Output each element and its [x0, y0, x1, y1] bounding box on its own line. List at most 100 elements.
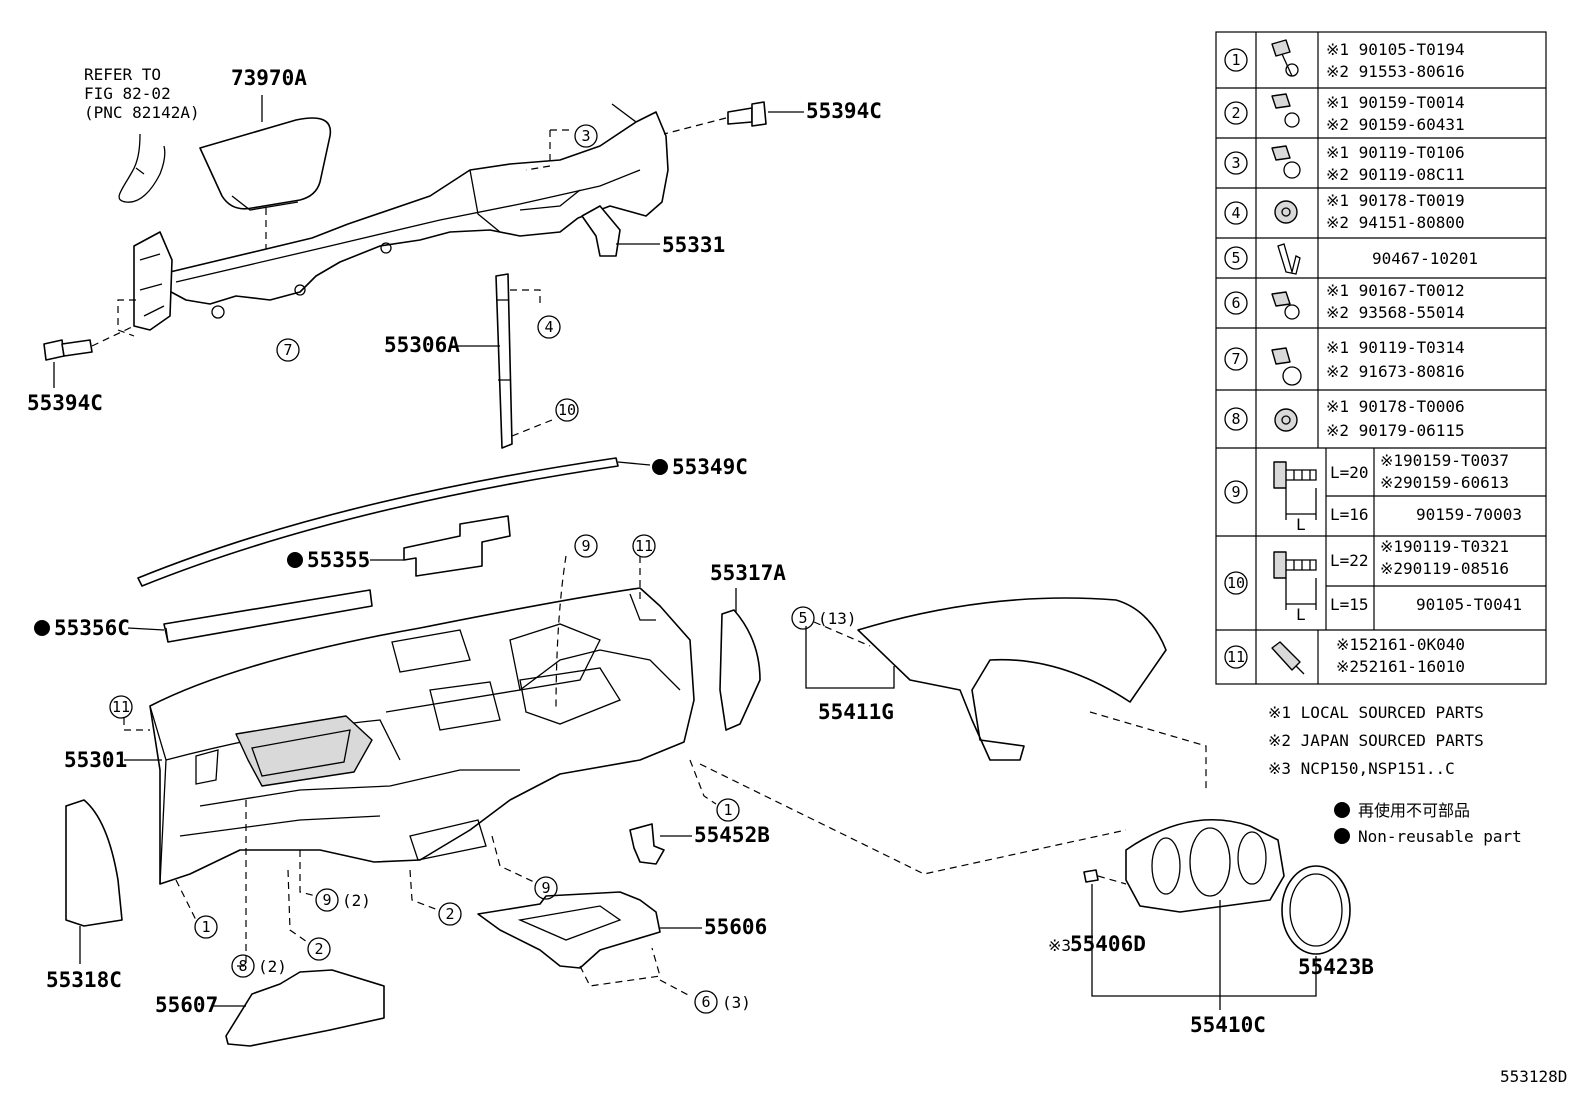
bolt-55394C-left-drawing	[43, 339, 93, 361]
svg-text:※2 90119-08C11: ※2 90119-08C11	[1326, 165, 1465, 184]
svg-text:9: 9	[541, 879, 550, 897]
svg-text:※2 91673-80816: ※2 91673-80816	[1326, 362, 1465, 381]
qty-5: (13)	[818, 609, 857, 628]
defroster-garnish-drawing	[137, 457, 619, 587]
svg-text:※252161-16010: ※252161-16010	[1336, 657, 1465, 676]
svg-text:※1 90119-T0106: ※1 90119-T0106	[1326, 143, 1465, 162]
callout-55301: 55301	[64, 748, 127, 772]
svg-text:※3 NCP150,NSP151..C: ※3 NCP150,NSP151..C	[1268, 759, 1455, 778]
svg-text:※290119-08516: ※290119-08516	[1380, 559, 1509, 578]
svg-text:9: 9	[581, 537, 590, 555]
svg-text:※2 90159-60431: ※2 90159-60431	[1326, 115, 1465, 134]
svg-text:※1 90167-T0012: ※1 90167-T0012	[1326, 281, 1465, 300]
callout-55410C: 55410C	[1190, 1013, 1266, 1037]
svg-text:※2 91553-80616: ※2 91553-80616	[1326, 62, 1465, 81]
side-panel-55318C-drawing	[65, 799, 123, 927]
bolt-7-icon	[1271, 347, 1302, 386]
figure-id: 553128D	[1500, 1067, 1567, 1086]
svg-text:10: 10	[1227, 574, 1245, 592]
instrument-panel-drawing	[149, 587, 695, 885]
passenger-airbag-drawing	[199, 117, 332, 210]
qty-8: (2)	[258, 957, 287, 976]
svg-text:再使用不可部品: 再使用不可部品	[1358, 801, 1470, 820]
svg-text:11: 11	[635, 537, 653, 555]
bolt-10-icon	[1273, 551, 1317, 610]
nut-4-icon	[1274, 200, 1298, 224]
svg-text:※1 90119-T0314: ※1 90119-T0314	[1326, 338, 1465, 357]
svg-text:7: 7	[283, 341, 292, 359]
callout-55452B: 55452B	[694, 823, 770, 847]
callout-73970A: 73970A	[231, 66, 307, 90]
callout-55606: 55606	[704, 915, 767, 939]
svg-text:6: 6	[1231, 294, 1240, 312]
wire-harness-drawing	[118, 133, 166, 203]
bolt-55394C-top-drawing	[727, 101, 767, 127]
non-reusable-dot-icon	[1334, 828, 1350, 844]
callout-55317A: 55317A	[710, 561, 786, 585]
callout-55331: 55331	[662, 233, 725, 257]
under-cover-55607-drawing	[225, 969, 385, 1047]
silencer-pad-55355-drawing	[403, 515, 511, 577]
note-ref-55406D: ※3	[1048, 936, 1071, 955]
svg-text:8: 8	[1231, 410, 1240, 428]
svg-text:(PNC 82142A): (PNC 82142A)	[84, 103, 200, 122]
sensor-11-icon	[1271, 641, 1305, 675]
svg-text:※2 93568-55014: ※2 93568-55014	[1326, 303, 1465, 322]
qty-6: (3)	[722, 993, 751, 1012]
svg-text:※1 90178-T0019: ※1 90178-T0019	[1326, 191, 1465, 210]
svg-text:REFER TO: REFER TO	[84, 65, 161, 84]
svg-text:1: 1	[201, 918, 210, 936]
svg-text:※1 90178-T0006: ※1 90178-T0006	[1326, 397, 1465, 416]
svg-text:9: 9	[1231, 483, 1240, 501]
svg-text:L=15: L=15	[1330, 595, 1369, 614]
svg-text:※190119-T0321: ※190119-T0321	[1380, 537, 1509, 556]
fastener-table: 1 2 3 4 5 6 7 8 9 10 11 ※1 90105-T0194 ※…	[1215, 31, 1547, 685]
non-reusable-dot-icon	[1334, 802, 1350, 818]
svg-text:L=22: L=22	[1330, 551, 1369, 570]
svg-text:※1 90105-T0194: ※1 90105-T0194	[1326, 40, 1465, 59]
nut-8-icon	[1274, 408, 1298, 432]
legend: 再使用不可部品 Non-reusable part	[1334, 801, 1522, 846]
svg-text:※1 90159-T0014: ※1 90159-T0014	[1326, 93, 1465, 112]
svg-text:L: L	[1296, 515, 1306, 534]
callout-55423B: 55423B	[1298, 955, 1374, 979]
bracket-55452B-drawing	[629, 823, 665, 865]
svg-text:90105-T0041: 90105-T0041	[1416, 595, 1522, 614]
svg-text:FIG 82-02: FIG 82-02	[84, 84, 171, 103]
svg-text:※1 LOCAL SOURCED PARTS: ※1 LOCAL SOURCED PARTS	[1268, 703, 1484, 722]
svg-text:※2 90179-06115: ※2 90179-06115	[1326, 421, 1465, 440]
callout-55394C-left: 55394C	[27, 391, 103, 415]
refer-note: REFER TO FIG 82-02 (PNC 82142A)	[84, 65, 200, 122]
silencer-pad-55356C-drawing	[163, 589, 373, 643]
bolt-2-icon	[1271, 93, 1300, 128]
callout-55394C-top: 55394C	[806, 99, 882, 123]
svg-text:1: 1	[723, 801, 732, 819]
svg-text:2: 2	[445, 905, 454, 923]
svg-text:7: 7	[1231, 350, 1240, 368]
svg-text:4: 4	[1231, 204, 1240, 222]
callout-55355: 55355	[307, 548, 370, 572]
svg-text:1: 1	[1231, 51, 1240, 69]
svg-text:90467-10201: 90467-10201	[1372, 249, 1478, 268]
callout-55411G: 55411G	[818, 700, 894, 724]
svg-text:※190159-T0037: ※190159-T0037	[1380, 451, 1509, 470]
svg-text:5: 5	[1231, 249, 1240, 267]
svg-text:※2 94151-80800: ※2 94151-80800	[1326, 213, 1465, 232]
bolt-9-icon	[1273, 461, 1317, 520]
callout-55607: 55607	[155, 993, 218, 1017]
callout-55349C: 55349C	[672, 455, 748, 479]
sourcing-notes: ※1 LOCAL SOURCED PARTS ※2 JAPAN SOURCED …	[1268, 703, 1484, 778]
svg-text:Non-reusable part: Non-reusable part	[1358, 827, 1522, 846]
meter-ring-55423B-drawing	[1281, 865, 1351, 955]
svg-text:6: 6	[701, 993, 710, 1011]
svg-text:10: 10	[558, 401, 576, 419]
svg-text:L=16: L=16	[1330, 505, 1369, 524]
svg-text:2: 2	[1231, 104, 1240, 122]
svg-text:2: 2	[314, 940, 323, 958]
svg-text:※290159-60613: ※290159-60613	[1380, 473, 1509, 492]
under-cover-55606-drawing	[477, 891, 661, 969]
svg-text:11: 11	[1227, 648, 1245, 666]
qty-9: (2)	[342, 891, 371, 910]
clip-5-icon	[1277, 243, 1301, 275]
